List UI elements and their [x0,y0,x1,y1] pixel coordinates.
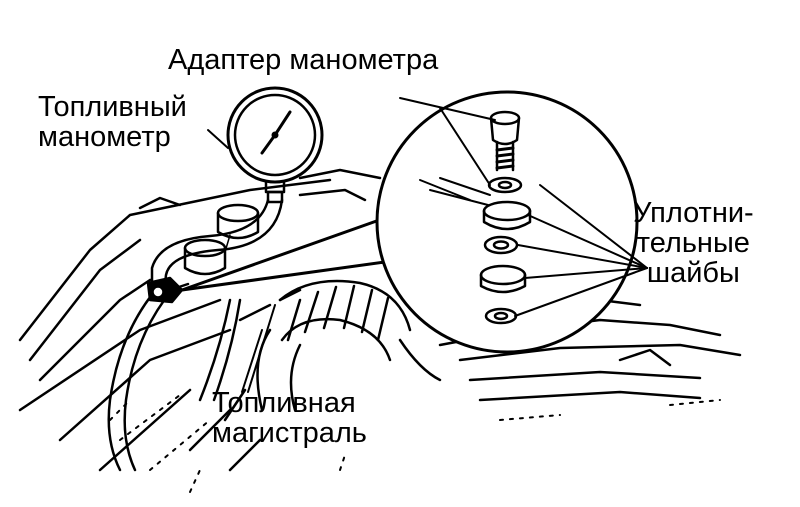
fuel-gauge-label: Топливный манометр [38,92,187,152]
dotted-hint-lines [109,394,721,493]
sealing-washers-label: Уплотни- тельные шайбы [633,198,754,288]
sealing-washers-label-line-2: тельные [636,227,750,259]
fuel-gauge-label-line-1: Топливный [38,91,187,123]
fuel-gauge-label-line-2: манометр [38,121,171,153]
gauge-adapter-label-text: Адаптер манометра [168,44,439,76]
gauge-adapter-label: Адаптер манометра [168,45,438,75]
sealing-washers-label-line-1: Уплотни- [633,197,754,229]
fuel-line-label-line-2: магистраль [212,417,367,449]
gauge-hose [150,198,284,294]
leader-lines [207,97,648,393]
adapter-detail [419,110,521,206]
sealing-washers-label-line-3: шайбы [646,257,740,289]
fuel-pressure-gauge [226,86,324,204]
fuel-line-label: Топливная магистраль [212,388,367,448]
washer-4 [479,264,527,294]
washer-2 [482,200,532,231]
air-duct [256,279,442,412]
magnifier-callout [180,90,639,354]
adapter-fitting [146,276,190,304]
engine-bosses [183,203,260,276]
fuel-line-label-line-1: Топливная [212,387,356,419]
fuel-line-tubes [107,283,247,472]
